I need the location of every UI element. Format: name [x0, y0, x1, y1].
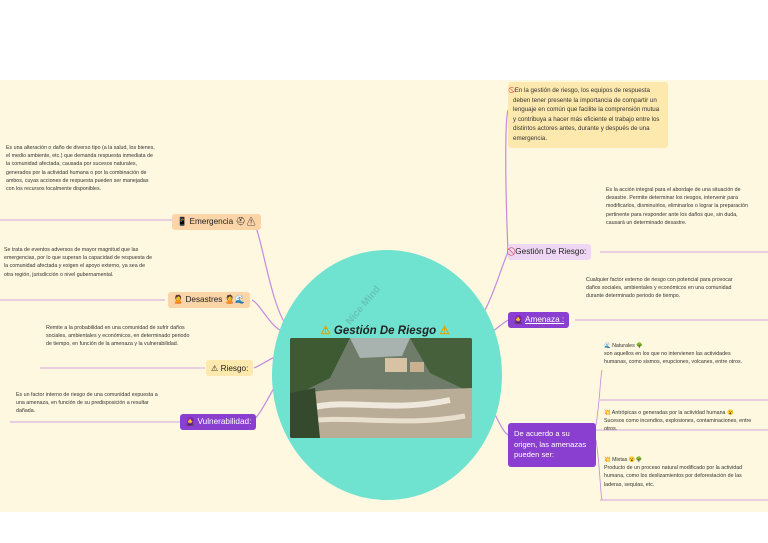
- collision-icon: 💥: [604, 410, 611, 416]
- warning-icon: ⚠: [439, 325, 450, 337]
- tree-icon: 🌳: [636, 343, 643, 349]
- branch-emergencia-label: Emergencia: [189, 217, 234, 226]
- branch-riesgo[interactable]: ⚠ Riesgo:: [206, 360, 254, 376]
- origen-item-text: son aquellos en los que no intervienen l…: [604, 351, 743, 366]
- branch-emergencia[interactable]: 📱 Emergencia ⛑⚠: [172, 214, 262, 230]
- branch-amenaza-label: Amenaza :: [525, 315, 565, 324]
- top-note-text: En la gestión de riesgo, los equipos de …: [513, 87, 660, 143]
- warning-icon: ⛑⚠: [235, 217, 257, 226]
- riesgo-note: Remite a la probabilidad en una comunida…: [46, 325, 190, 348]
- warning-icon: ⚠: [320, 325, 331, 337]
- branch-gestion-label: Gestión De Riesgo:: [515, 247, 587, 256]
- collision-icon: 💥: [604, 457, 611, 463]
- amenaza-note: Cualquier factor externo de riesgo con p…: [586, 277, 733, 300]
- origen-item-text: Sucesos como incendios, explosiones, con…: [604, 418, 752, 433]
- person-icon: 🧕: [513, 315, 524, 324]
- vulnerabilidad-note: Es un factor interno de riesgo de una co…: [16, 392, 158, 415]
- center-title-text: Gestión De Riesgo: [333, 325, 437, 337]
- origen-item-title: Mixtas: [612, 457, 628, 463]
- warning-icon: ⚠: [211, 364, 219, 373]
- origen-item-text: Producto de un proceso natural modificad…: [604, 465, 743, 488]
- origen-item-title: Naturales: [612, 343, 635, 349]
- flood-river-photo: [290, 338, 472, 438]
- person-icon: 🙎: [173, 295, 184, 304]
- gestion-note: Es la acción integral para el abordaje d…: [606, 187, 748, 226]
- face-icon: 😮: [726, 410, 734, 416]
- origen-item-title: Antrópicas o generadas por la actividad …: [611, 410, 726, 416]
- desastres-note: Se trata de eventos adversos de mayor ma…: [4, 247, 153, 278]
- center-title[interactable]: ⚠ Gestión De Riesgo ⚠: [290, 323, 480, 337]
- branch-gestion-de-riesgo[interactable]: ⃠ Gestión De Riesgo:: [508, 244, 592, 260]
- branch-amenaza[interactable]: 🧕 Amenaza :: [508, 312, 570, 328]
- wave-icon: 🌊: [604, 343, 611, 349]
- wave-icon: 🙎🌊: [224, 295, 246, 304]
- emergencia-note: Es una alteración o daño de diverso tipo…: [6, 145, 155, 193]
- origen-item-naturales: 🌊 Naturales 🌳 son aquellos en los que no…: [604, 342, 754, 367]
- phone-icon: 📱: [177, 217, 188, 226]
- mind-map-canvas: Nice Mind ⚠ Gestión De Riesgo ⚠ Es una a…: [0, 80, 768, 512]
- origen-item-mixtas: 💥 Mixtas 😮🌳 Producto de un proceso natur…: [604, 456, 756, 489]
- origen-item-antropicas: 💥 Antrópicas o generadas por la activida…: [604, 409, 756, 434]
- branch-vulnerabilidad-label: Vulnerabilidad:: [197, 417, 252, 426]
- person-icon: 🧕: [185, 417, 196, 426]
- branch-vulnerabilidad[interactable]: 🧕 Vulnerabilidad:: [180, 414, 257, 430]
- tree-icon: 😮🌳: [628, 457, 643, 463]
- branch-desastres[interactable]: 🙎 Desastres 🙎🌊: [168, 292, 251, 308]
- branch-desastres-label: Desastres: [185, 295, 223, 304]
- branch-origen[interactable]: De acuerdo a su origen, las amenazas pue…: [508, 423, 596, 467]
- top-note: ⃠ En la gestión de riesgo, los equipos d…: [508, 82, 668, 148]
- branch-riesgo-label: Riesgo:: [220, 364, 249, 373]
